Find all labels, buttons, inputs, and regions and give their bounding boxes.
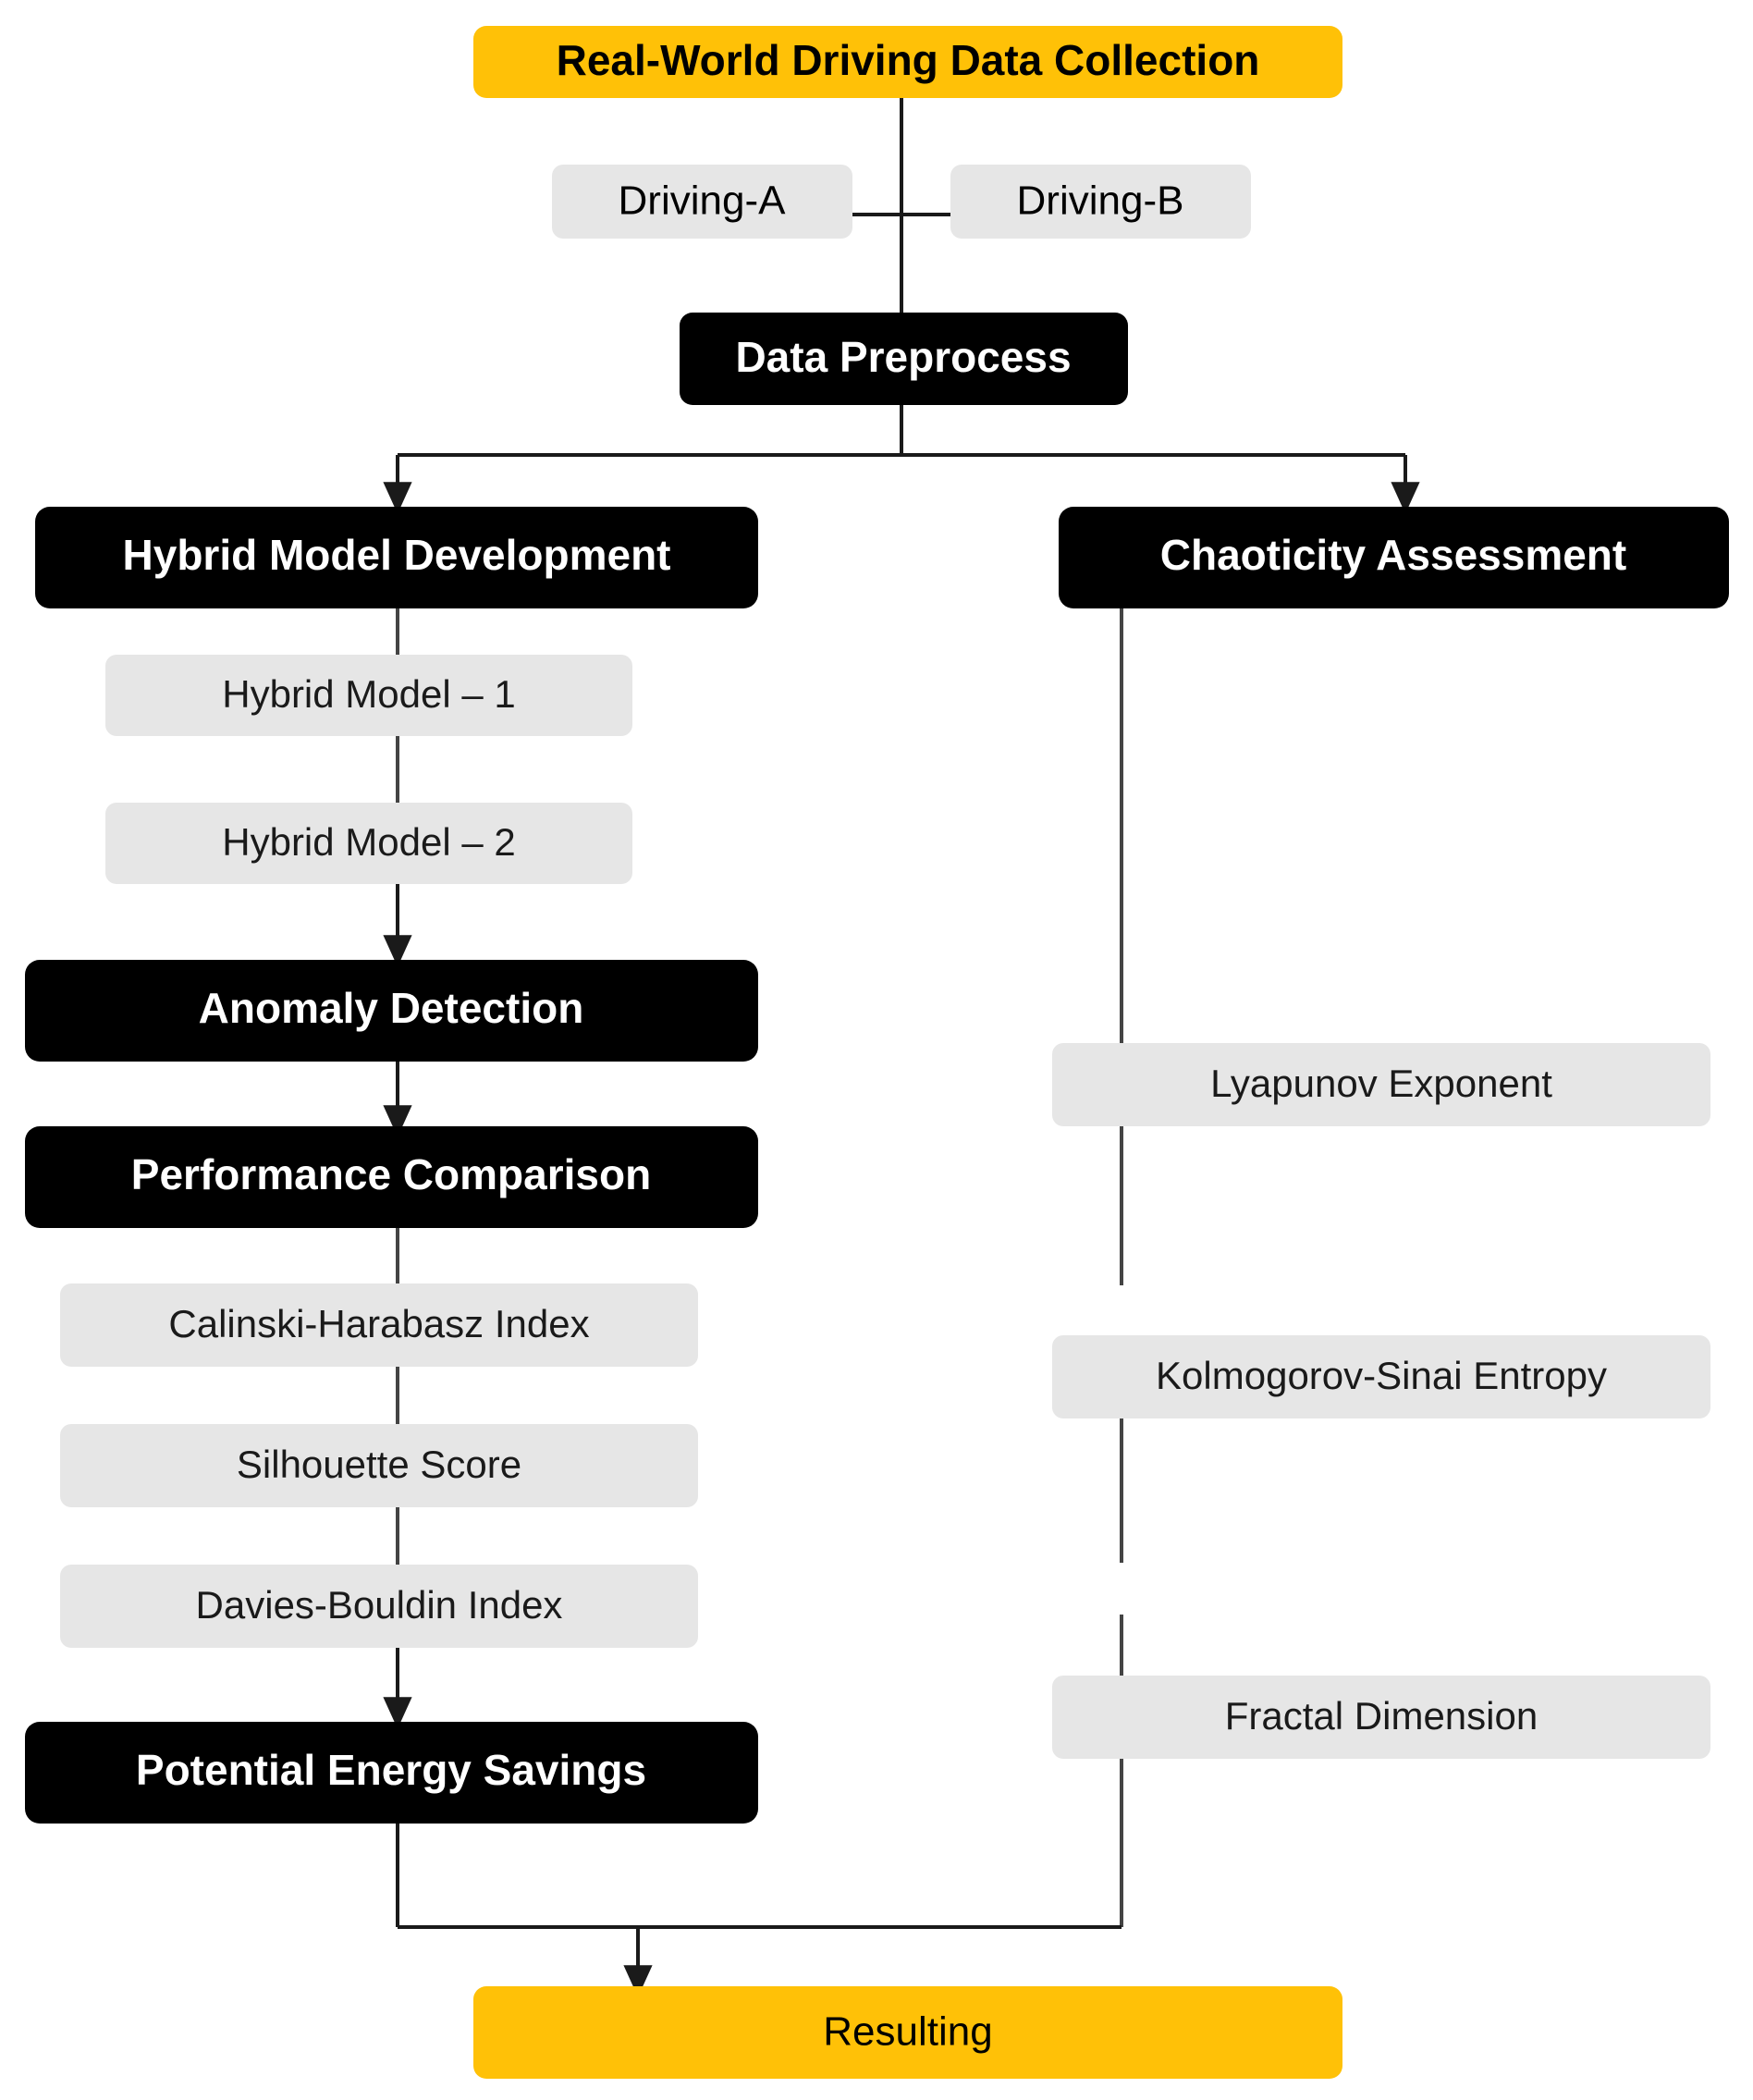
node-potential-energy-savings-shape [25, 1722, 758, 1824]
node-anomaly-detection-label: Anomaly Detection [199, 984, 584, 1032]
node-davies-bouldin-index[interactable]: Davies-Bouldin Index [60, 1565, 698, 1648]
node-resulting[interactable]: Resulting [473, 1986, 1342, 2079]
node-driving-b-label: Driving-B [1017, 178, 1184, 224]
node-potential-energy-savings-label: Potential Energy Savings [136, 1746, 646, 1794]
node-fractal-dimension[interactable]: Fractal Dimension [1052, 1676, 1710, 1759]
node-davies-bouldin-index-shape [60, 1565, 698, 1648]
node-hybrid-model-1-label: Hybrid Model – 1 [222, 672, 515, 716]
node-calinski-harabasz-index[interactable]: Calinski-Harabasz Index [60, 1283, 698, 1367]
node-resulting-shape [473, 1986, 1342, 2079]
node-lyapunov-exponent[interactable]: Lyapunov Exponent [1052, 1043, 1710, 1126]
node-data-preprocess-label: Data Preprocess [735, 333, 1071, 381]
node-driving-b-shape [950, 165, 1251, 239]
node-hybrid-model-2-shape [105, 803, 632, 884]
node-driving-a[interactable]: Driving-A [552, 165, 852, 239]
node-data-collection[interactable]: Real-World Driving Data Collection [473, 26, 1342, 98]
node-kolmogorov-sinai-entropy-label: Kolmogorov-Sinai Entropy [1156, 1354, 1607, 1397]
node-anomaly-detection-shape [25, 960, 758, 1062]
node-resulting-label: Resulting [823, 2009, 992, 2055]
node-performance-comparison-label: Performance Comparison [131, 1150, 651, 1198]
node-kolmogorov-sinai-entropy-shape [1052, 1335, 1710, 1418]
node-hybrid-model-development-shape [35, 507, 758, 608]
node-data-collection-shape [473, 26, 1342, 98]
node-kolmogorov-sinai-entropy[interactable]: Kolmogorov-Sinai Entropy [1052, 1335, 1710, 1418]
node-hybrid-model-2[interactable]: Hybrid Model – 2 [105, 803, 632, 884]
node-driving-a-shape [552, 165, 852, 239]
node-davies-bouldin-index-label: Davies-Bouldin Index [196, 1583, 563, 1627]
node-data-preprocess-shape [680, 313, 1128, 405]
node-chaoticity-assessment-label: Chaoticity Assessment [1160, 531, 1626, 579]
node-driving-a-label: Driving-A [619, 178, 787, 224]
node-hybrid-model-1[interactable]: Hybrid Model – 1 [105, 655, 632, 736]
node-calinski-harabasz-index-shape [60, 1283, 698, 1367]
node-lyapunov-exponent-label: Lyapunov Exponent [1210, 1062, 1552, 1105]
node-performance-comparison-shape [25, 1126, 758, 1228]
node-driving-b[interactable]: Driving-B [950, 165, 1251, 239]
node-data-collection-label: Real-World Driving Data Collection [557, 36, 1260, 84]
node-hybrid-model-development[interactable]: Hybrid Model Development [35, 507, 758, 608]
node-silhouette-score-label: Silhouette Score [237, 1443, 521, 1486]
node-hybrid-model-2-label: Hybrid Model – 2 [222, 820, 515, 864]
node-data-preprocess[interactable]: Data Preprocess [680, 313, 1128, 405]
node-anomaly-detection[interactable]: Anomaly Detection [25, 960, 758, 1062]
node-chaoticity-assessment[interactable]: Chaoticity Assessment [1059, 507, 1729, 608]
node-silhouette-score[interactable]: Silhouette Score [60, 1424, 698, 1507]
node-calinski-harabasz-index-label: Calinski-Harabasz Index [168, 1302, 589, 1345]
node-hybrid-model-1-shape [105, 655, 632, 736]
node-silhouette-score-shape [60, 1424, 698, 1507]
node-fractal-dimension-shape [1052, 1676, 1710, 1759]
node-potential-energy-savings[interactable]: Potential Energy Savings [25, 1722, 758, 1824]
node-hybrid-model-development-label: Hybrid Model Development [123, 531, 671, 579]
node-fractal-dimension-label: Fractal Dimension [1225, 1694, 1538, 1738]
node-chaoticity-assessment-shape [1059, 507, 1729, 608]
node-performance-comparison[interactable]: Performance Comparison [25, 1126, 758, 1228]
node-lyapunov-exponent-shape [1052, 1043, 1710, 1126]
